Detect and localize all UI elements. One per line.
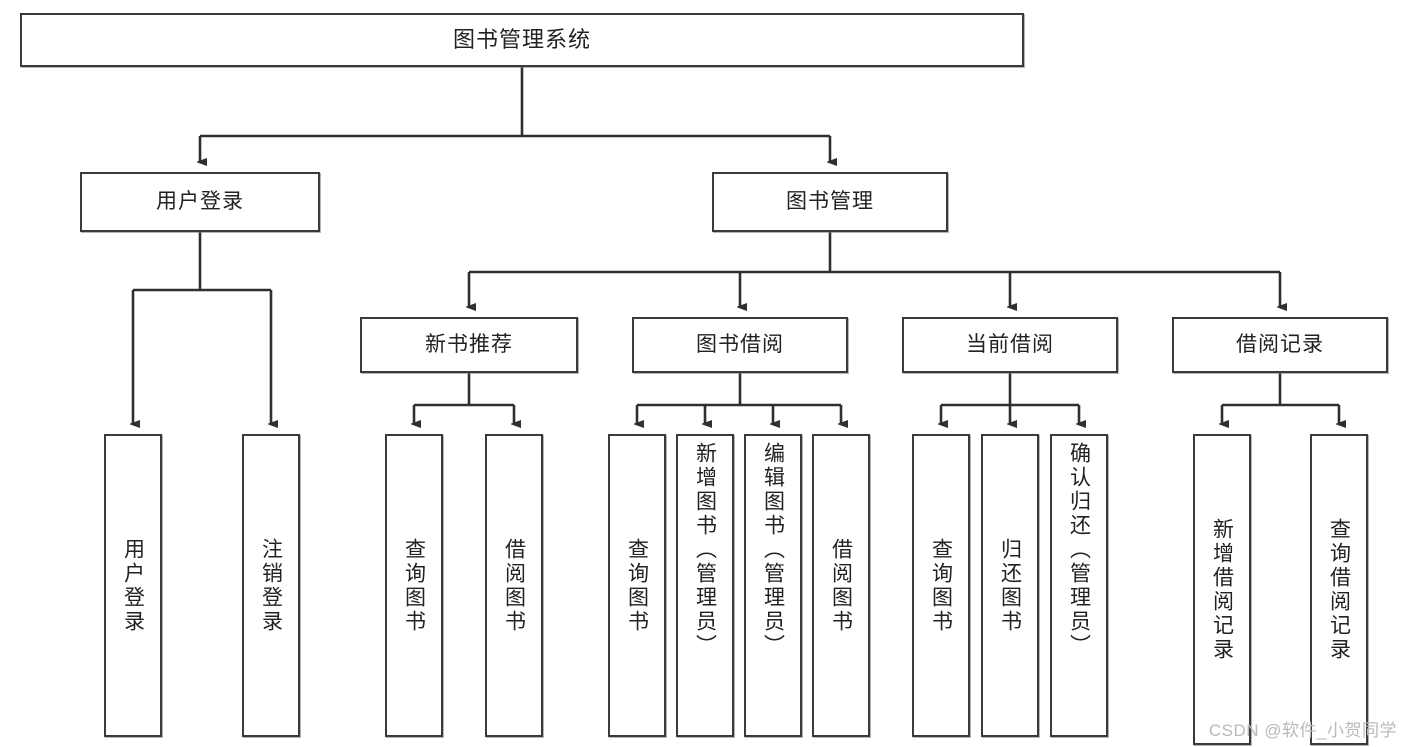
- node-label: 用户登录: [156, 189, 244, 213]
- leaf-query-borrow-record[interactable]: 查询借阅记录: [1310, 434, 1368, 745]
- node-label: 新书推荐: [425, 332, 513, 356]
- leaf-return-book[interactable]: 归还图书: [981, 434, 1039, 737]
- node-label: 查询图书: [625, 537, 649, 634]
- node-label: 查询图书: [402, 537, 426, 634]
- leaf-add-borrow-record[interactable]: 新增借阅记录: [1193, 434, 1251, 745]
- node-label: 借阅图书: [502, 537, 526, 634]
- node-label: 确认归还（管理员）: [1067, 442, 1091, 658]
- node-label: 借阅记录: [1236, 332, 1324, 356]
- node-new-book-recommend[interactable]: 新书推荐: [360, 317, 578, 373]
- node-book-borrow[interactable]: 图书借阅: [632, 317, 848, 373]
- node-label: 图书借阅: [696, 332, 784, 356]
- node-label: 查询图书: [929, 537, 953, 634]
- node-label: 查询借阅记录: [1327, 517, 1351, 662]
- leaf-user-logout[interactable]: 注销登录: [242, 434, 300, 737]
- node-label: 图书管理: [786, 189, 874, 213]
- node-borrow-record[interactable]: 借阅记录: [1172, 317, 1388, 373]
- leaf-borrow-book[interactable]: 借阅图书: [812, 434, 870, 737]
- node-current-borrow[interactable]: 当前借阅: [902, 317, 1118, 373]
- leaf-add-book-admin[interactable]: 新增图书（管理员）: [676, 434, 734, 737]
- leaf-confirm-return-admin[interactable]: 确认归还（管理员）: [1050, 434, 1108, 737]
- node-label: 新增图书（管理员）: [693, 442, 717, 658]
- leaf-edit-book-admin[interactable]: 编辑图书（管理员）: [744, 434, 802, 737]
- leaf-current-query-book[interactable]: 查询图书: [912, 434, 970, 737]
- node-label: 当前借阅: [966, 332, 1054, 356]
- node-label: 归还图书: [998, 537, 1022, 634]
- leaf-borrow-query-book[interactable]: 查询图书: [608, 434, 666, 737]
- node-label: 借阅图书: [829, 537, 853, 634]
- watermark: CSDN @软件_小贺同学: [1208, 721, 1397, 740]
- node-label: 新增借阅记录: [1210, 517, 1234, 662]
- node-label: 注销登录: [259, 537, 283, 634]
- node-root-system[interactable]: 图书管理系统: [20, 13, 1024, 67]
- leaf-new-book-query[interactable]: 查询图书: [385, 434, 443, 737]
- leaf-new-book-borrow[interactable]: 借阅图书: [485, 434, 543, 737]
- node-label: 用户登录: [121, 537, 145, 634]
- leaf-user-login[interactable]: 用户登录: [104, 434, 162, 737]
- node-book-management[interactable]: 图书管理: [712, 172, 948, 232]
- node-label: 编辑图书（管理员）: [761, 442, 785, 658]
- node-user-login[interactable]: 用户登录: [80, 172, 320, 232]
- node-label: 图书管理系统: [452, 27, 591, 53]
